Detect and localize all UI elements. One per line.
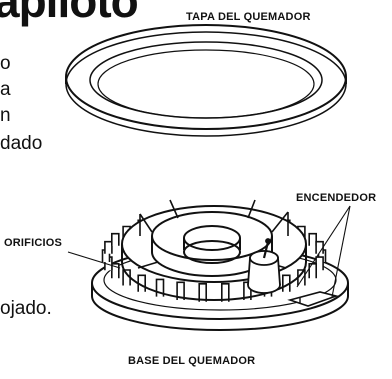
burner-port-tooth — [315, 256, 324, 271]
leader-lines — [67, 205, 351, 298]
igniter — [247, 238, 339, 307]
burner-port-tooth — [176, 281, 185, 300]
burner-port-tooth — [104, 240, 113, 254]
burner-port-tooth — [111, 232, 120, 246]
burner-port-tooth — [221, 283, 230, 302]
body-text-fragment: n — [0, 105, 11, 126]
section-heading: apiloto — [0, 0, 139, 27]
body-text-fragment: o — [0, 53, 11, 74]
burner-port-tooth — [308, 232, 317, 246]
body-text-fragment: a — [0, 79, 11, 100]
burner-cap — [65, 24, 347, 137]
body-text-fragment: dado — [0, 133, 43, 154]
burner-port-tooth — [198, 283, 207, 302]
label-igniter: ENCENDEDOR — [296, 192, 377, 204]
label-ports: ORIFICIOS — [4, 237, 63, 249]
body-text-fragment: ojado. — [0, 298, 52, 319]
burner-center — [121, 199, 307, 301]
label-burner-base: BASE DEL QUEMADOR — [128, 355, 256, 367]
label-burner-cap: TAPA DEL QUEMADOR — [186, 11, 311, 23]
